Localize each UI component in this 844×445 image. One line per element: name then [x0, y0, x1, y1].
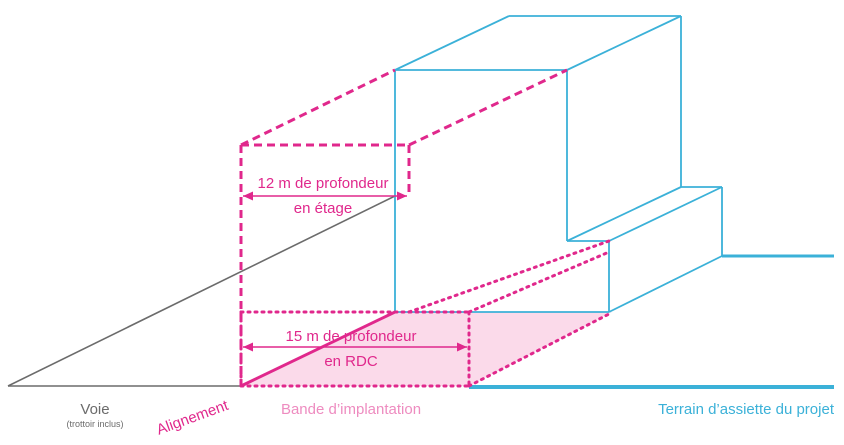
bande-implantation-label: Bande d’implantation — [281, 401, 421, 418]
upper-building-volume — [394, 15, 682, 312]
lower-depth-envelope — [239, 239, 611, 388]
voie-slope-line — [7, 195, 396, 387]
terrain-label: Terrain d’assiette du projet — [658, 401, 835, 418]
alignement-label: Alignement — [154, 397, 231, 439]
voie-label: Voie — [80, 401, 109, 418]
voie-sublabel: (trottoir inclus) — [66, 419, 123, 429]
upper-depth-label-line2: en étage — [294, 200, 352, 217]
ground-floor-volume — [395, 186, 723, 313]
lower-depth-label-line1: 15 m de profondeur — [286, 328, 417, 345]
lower-depth-label-line2: en RDC — [324, 353, 378, 370]
upper-depth-label-line1: 12 m de profondeur — [258, 175, 389, 192]
bande-implantation-fill — [241, 312, 612, 386]
